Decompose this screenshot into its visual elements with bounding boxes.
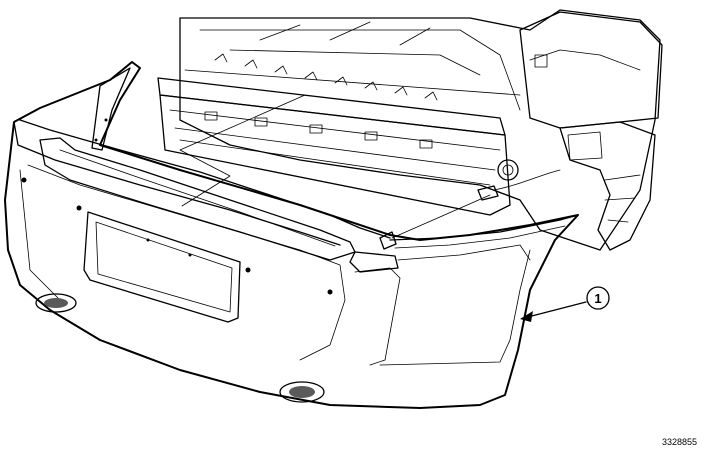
- rear-bumper-fascia: [4, 61, 579, 409]
- callout-1: 1: [520, 286, 610, 322]
- leader-arrowhead: [520, 311, 533, 322]
- callout-label: 1: [594, 291, 601, 306]
- vehicle-rear-body: [157, 9, 663, 251]
- callout-circle: [586, 286, 610, 310]
- figure-id: 3328855: [661, 437, 697, 447]
- alignment-lines: [179, 94, 491, 239]
- exhaust-tip-left: [35, 293, 77, 313]
- exhaust-tip-right: [279, 381, 325, 403]
